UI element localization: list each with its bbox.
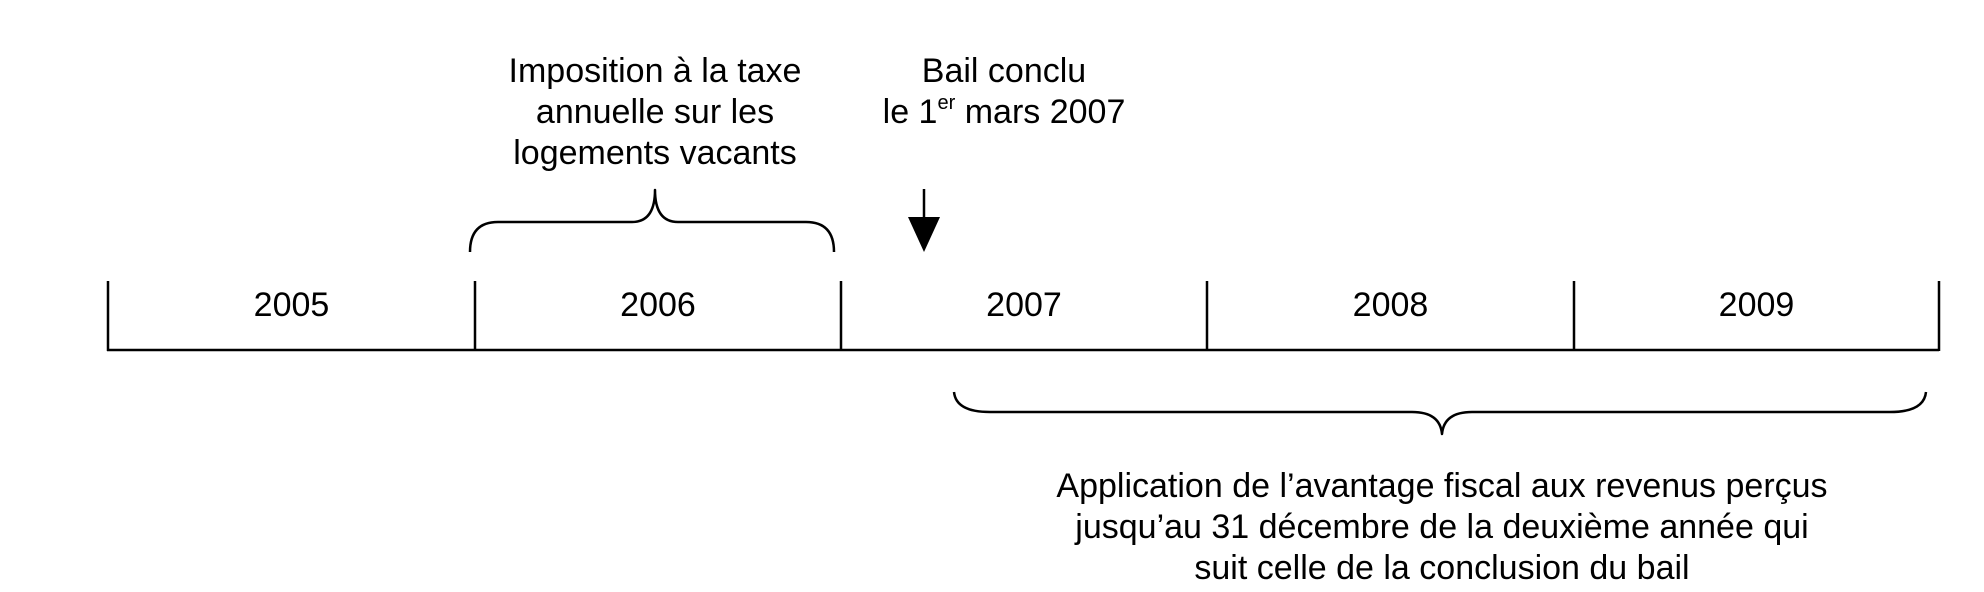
vacancy-tax-annotation: Imposition à la taxe annuelle sur les lo… (455, 51, 855, 174)
lease-date-suffix: mars 2007 (955, 93, 1126, 131)
lease-date-prefix: le 1 (882, 93, 938, 131)
year-label-2007: 2007 (986, 286, 1062, 324)
vacancy-tax-line: Imposition à la taxe (508, 52, 802, 90)
vacancy-tax-brace (468, 188, 836, 253)
tax-benefit-brace (952, 391, 1928, 436)
tax-benefit-annotation: Application de l’avantage fiscal aux rev… (1042, 466, 1842, 589)
year-label-2006: 2006 (620, 286, 696, 324)
tax-benefit-line: suit celle de la conclusion du bail (1194, 549, 1690, 587)
lease-line-2: le 1er mars 2007 (824, 92, 1184, 133)
lease-date-ordinal: er (937, 92, 956, 114)
lease-annotation: Bail conclu le 1er mars 2007 (824, 51, 1184, 133)
year-label-2005: 2005 (253, 286, 330, 324)
year-label-2008: 2008 (1352, 286, 1429, 324)
vacancy-tax-line: annuelle sur les (535, 93, 775, 131)
lease-arrow-head (908, 217, 940, 252)
lease-line-1: Bail conclu (921, 52, 1087, 90)
tax-benefit-line: Application de l’avantage fiscal aux rev… (1056, 467, 1828, 505)
vacancy-tax-line: logements vacants (513, 134, 797, 172)
tax-benefit-line: jusqu’au 31 décembre de la deuxième anné… (1075, 508, 1809, 546)
year-label-2009: 2009 (1718, 286, 1795, 324)
